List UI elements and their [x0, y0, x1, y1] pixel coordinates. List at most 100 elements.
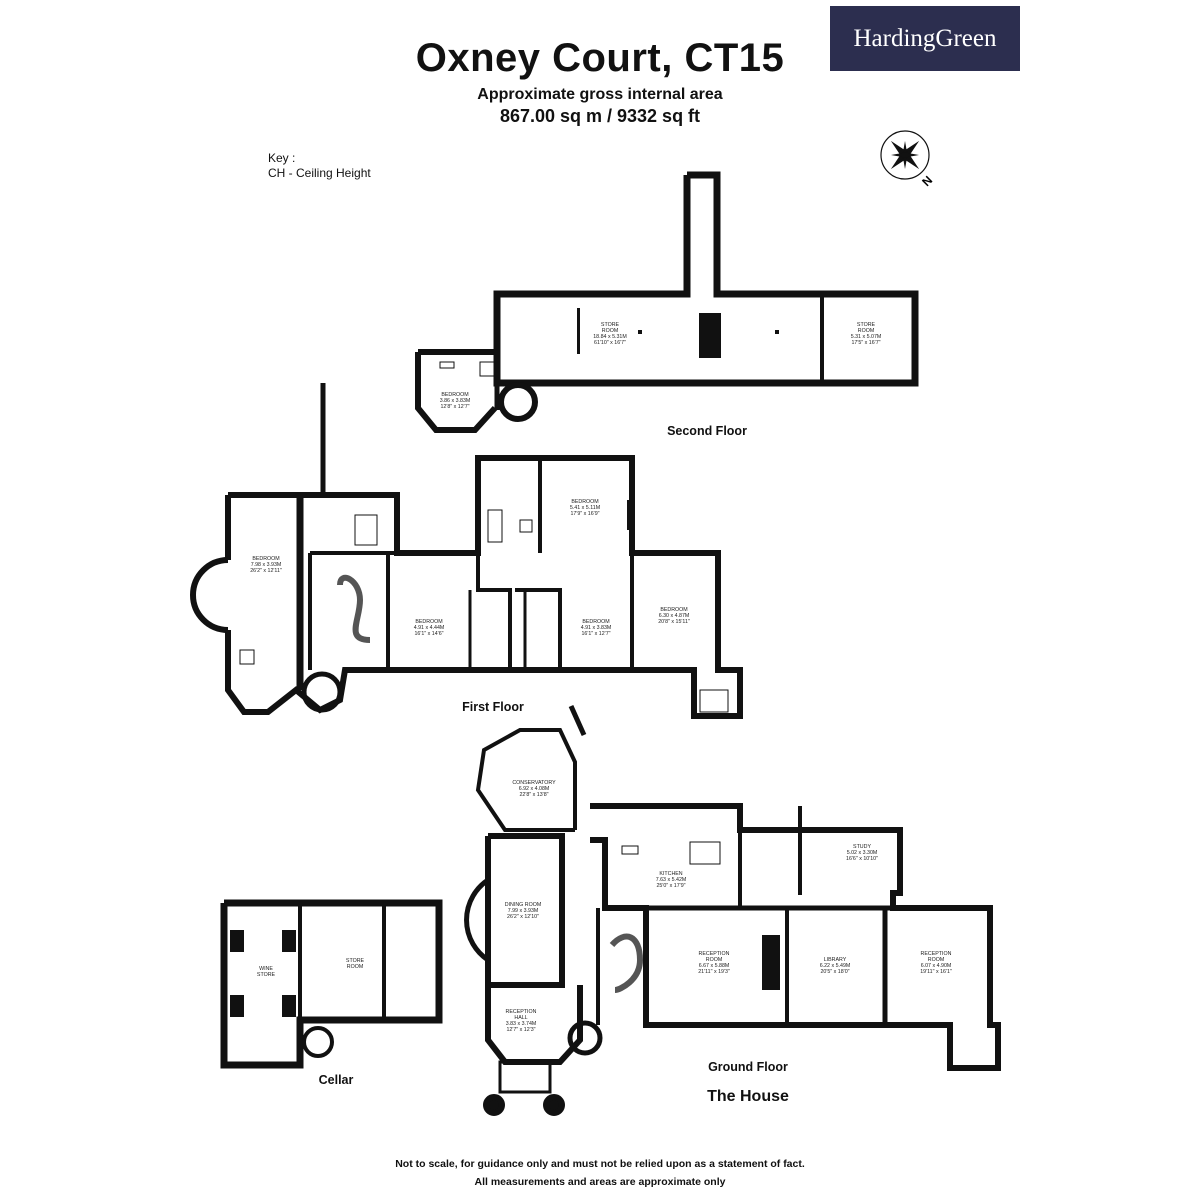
cellar-label: Cellar	[319, 1073, 354, 1087]
cellar-plan	[220, 899, 443, 1069]
room-label-first-bedroom-north: BEDROOM 5.41 x 5.11M 17'9" x 16'9"	[570, 499, 600, 517]
room-name: BEDROOM	[571, 499, 598, 505]
room-imperial: 26'2" x 12'10"	[507, 914, 539, 920]
first-floor-label: First Floor	[462, 700, 524, 714]
key-heading: Key :	[268, 151, 296, 165]
disclaimer: Not to scale, for guidance only and must…	[300, 1155, 900, 1191]
key-entry: CH - Ceiling Height	[268, 166, 371, 180]
room-name: DINING ROOM	[505, 902, 542, 908]
room-label-reception-room-2: RECEPTION ROOM 6.07 x 4.90M 19'11" x 16'…	[920, 951, 952, 975]
ground-floor-plan	[464, 728, 1001, 1116]
room-metric: 6.67 x 5.88M	[699, 963, 730, 969]
room-imperial: 12'7" x 12'3"	[506, 1027, 535, 1033]
disclaimer-line-2: All measurements and areas are approxima…	[474, 1176, 726, 1188]
room-metric: 6.92 x 4.08M	[519, 786, 550, 792]
room-name: ROOM	[928, 957, 944, 963]
room-name: KITCHEN	[659, 871, 682, 877]
room-imperial: 17'9" x 16'9"	[570, 511, 599, 517]
room-label-reception-hall: RECEPTION HALL 3.83 x 3.74M 12'7" x 12'3…	[506, 1009, 537, 1033]
room-label-library: LIBRARY 6.22 x 5.49M 20'5" x 18'0"	[820, 957, 851, 975]
agency-logo: HardingGreen	[830, 6, 1020, 71]
room-imperial: 26'2" x 12'11"	[250, 568, 282, 574]
second-floor-label: Second Floor	[667, 424, 747, 438]
room-metric: 7.63 x 5.42M	[656, 877, 687, 883]
room-metric: 4.91 x 4.44M	[414, 625, 445, 631]
room-name: BEDROOM	[415, 619, 442, 625]
room-name: HALL	[514, 1015, 527, 1021]
room-imperial: 22'8" x 13'8"	[519, 792, 548, 798]
first-floor-plan	[190, 383, 743, 737]
room-metric: 4.91 x 3.83M	[581, 625, 612, 631]
ground-floor-fixtures	[609, 841, 780, 993]
area-value: 867.00 sq m / 9332 sq ft	[499, 106, 701, 126]
room-imperial: 61'10" x 16'7"	[594, 340, 626, 346]
room-metric: 7.99 x 3.93M	[508, 908, 539, 914]
room-metric: 6.07 x 4.90M	[921, 963, 952, 969]
the-house-label: The House	[707, 1088, 789, 1105]
room-imperial: 21'11" x 19'3"	[698, 969, 730, 975]
room-label-first-bedroom-west: BEDROOM 7.98 x 3.93M 26'2" x 12'11"	[250, 556, 282, 574]
compass-north-label: N	[919, 173, 935, 189]
room-name: ROOM	[602, 328, 618, 334]
room-name: STORE	[257, 972, 276, 978]
room-name: BEDROOM	[660, 607, 687, 613]
room-imperial: 20'8" x 15'11"	[658, 619, 690, 625]
room-label-second-bedroom: BEDROOM 3.86 x 3.83M 12'8" x 12'7"	[440, 392, 471, 410]
first-floor-fixtures	[239, 500, 729, 713]
room-label-dining-room: DINING ROOM 7.99 x 3.93M 26'2" x 12'10"	[505, 902, 542, 920]
room-imperial: 25'0" x 17'9"	[656, 883, 685, 889]
room-label-study: STUDY 5.02 x 3.30M 16'6" x 10'10"	[846, 844, 878, 862]
room-name: ROOM	[706, 957, 722, 963]
room-name: CONSERVATORY	[512, 780, 556, 786]
room-name: RECEPTION	[921, 951, 952, 957]
room-label-kitchen: KITCHEN 7.63 x 5.42M 25'0" x 17'9"	[656, 871, 687, 889]
room-imperial: 17'5" x 16'7"	[851, 340, 880, 346]
room-label-first-bedroom-3: BEDROOM 4.91 x 3.83M 16'1" x 12'7"	[581, 619, 612, 637]
room-metric: 5.41 x 5.11M	[570, 505, 600, 511]
room-metric: 3.86 x 3.83M	[440, 398, 471, 404]
room-label-reception-room-1: RECEPTION ROOM 6.67 x 5.88M 21'11" x 19'…	[698, 951, 730, 975]
room-name: STORE	[857, 322, 876, 328]
room-name: BEDROOM	[252, 556, 279, 562]
room-label-wine-store: WINE STORE	[257, 966, 276, 978]
room-imperial: 19'11" x 16'1"	[920, 969, 952, 975]
room-label-second-store-1: STORE ROOM 18.84 x 5.31M 61'10" x 16'7"	[593, 322, 627, 346]
room-name: ROOM	[858, 328, 874, 334]
room-metric: 5.02 x 3.30M	[847, 850, 878, 856]
room-label-first-bedroom-east: BEDROOM 6.30 x 4.87M 20'8" x 15'11"	[658, 607, 690, 625]
room-name: BEDROOM	[441, 392, 468, 398]
room-metric: 6.30 x 4.87M	[659, 613, 690, 619]
second-floor-plan	[415, 171, 919, 433]
room-name: BEDROOM	[582, 619, 609, 625]
plan-title: Oxney Court, CT15	[415, 36, 785, 80]
room-name: LIBRARY	[824, 957, 847, 963]
key-legend: Key : CH - Ceiling Height	[268, 151, 371, 181]
room-name: WINE	[259, 966, 273, 972]
room-name: ROOM	[347, 964, 363, 970]
room-imperial: 16'1" x 14'6"	[414, 631, 443, 637]
room-label-conservatory: CONSERVATORY 6.92 x 4.08M 22'8" x 13'8"	[512, 780, 556, 798]
room-metric: 3.83 x 3.74M	[506, 1021, 537, 1027]
room-imperial: 12'8" x 12'7"	[440, 404, 469, 410]
second-floor-fixtures	[439, 308, 779, 377]
room-metric: 6.22 x 5.49M	[820, 963, 851, 969]
room-name: RECEPTION	[506, 1009, 537, 1015]
room-label-second-store-2: STORE ROOM 5.31 x 5.07M 17'5" x 16'7"	[851, 322, 882, 346]
room-label-cellar-store: STORE ROOM	[346, 958, 365, 970]
compass-icon: N	[880, 130, 935, 189]
room-name: STUDY	[853, 844, 871, 850]
room-label-first-bedroom-2: BEDROOM 4.91 x 4.44M 16'1" x 14'6"	[414, 619, 445, 637]
ground-floor-label: Ground Floor	[708, 1060, 788, 1074]
room-name: RECEPTION	[699, 951, 730, 957]
room-name: STORE	[601, 322, 620, 328]
room-imperial: 16'1" x 12'7"	[581, 631, 610, 637]
room-metric: 7.98 x 3.93M	[251, 562, 282, 568]
room-metric: 5.31 x 5.07M	[851, 334, 882, 340]
room-imperial: 20'5" x 18'0"	[820, 969, 849, 975]
room-name: STORE	[346, 958, 365, 964]
room-metric: 18.84 x 5.31M	[593, 334, 627, 340]
room-imperial: 16'6" x 10'10"	[846, 856, 878, 862]
area-label: Approximate gross internal area	[477, 86, 723, 103]
disclaimer-line-1: Not to scale, for guidance only and must…	[395, 1158, 805, 1170]
